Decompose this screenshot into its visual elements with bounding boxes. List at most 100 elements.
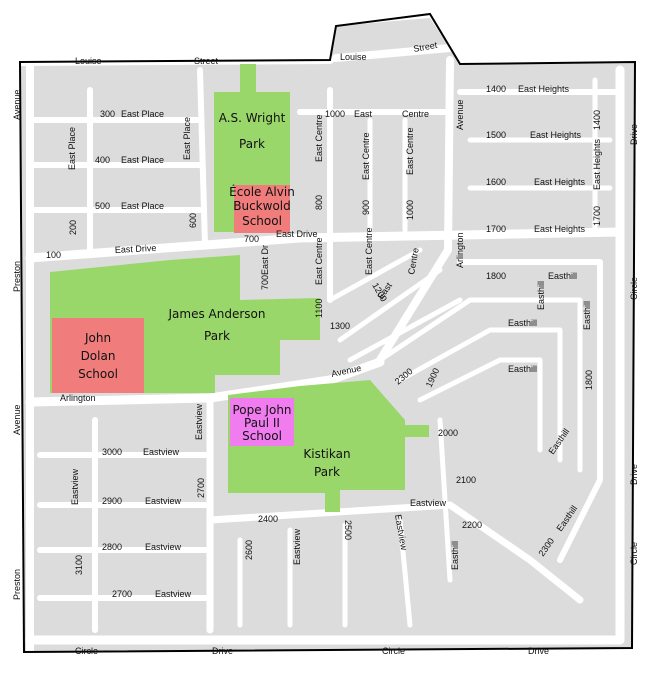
label-arlington-horiz: Arlington [60, 393, 96, 403]
label-east-top: East [354, 109, 373, 119]
label-2800: 2800 [102, 542, 122, 552]
label-avenue-left-top: Avenue [12, 90, 22, 120]
as-wright-park-north-strip [240, 64, 256, 94]
kistikan-park-east-strip [405, 425, 429, 437]
label-1100: 1100 [314, 299, 324, 318]
label-preston-left-2: Preston [12, 569, 22, 600]
label-east-place-2: East Place [121, 155, 164, 165]
neighbourhood-boundary [18, 12, 637, 654]
label-easthill-vert-2: Easthill [582, 301, 592, 330]
label-east-drive-2: East Drive [276, 229, 318, 239]
label-2600: 2600 [244, 540, 254, 560]
label-1800-vert: 1800 [584, 370, 594, 390]
label-east-dr: East Dr [260, 245, 270, 275]
label-eastview-vert-mid: Eastview [70, 468, 80, 505]
label-east-place-3: East Place [121, 201, 164, 211]
label-east-centre-vert-4: East Centre [314, 237, 324, 285]
label-east-heights-vert: East Heights [592, 138, 602, 190]
label-east-drive-1: East Drive [115, 243, 157, 255]
label-3100: 3100 [74, 555, 84, 575]
label-east-place-1: East Place [121, 109, 164, 119]
label-centre-top: Centre [402, 109, 429, 119]
label-2900: 2900 [102, 496, 122, 506]
label-1800: 1800 [486, 271, 506, 281]
label-street-1: Street [194, 56, 219, 66]
label-east-centre-vert-3: East Centre [405, 127, 415, 175]
label-circle-bottom-2: Circle [382, 646, 405, 656]
label-eastview-2: Eastview [145, 496, 182, 506]
label-avenue-left-mid: Avenue [12, 405, 22, 435]
label-east-heights-3: East Heights [534, 177, 586, 187]
label-eastview-vert-2: Eastview [292, 528, 302, 565]
label-east-place-vert-left: East Place [67, 127, 77, 170]
label-eastview-vert-left: Eastview [194, 403, 204, 440]
label-500: 500 [95, 201, 110, 211]
label-1600: 1600 [486, 177, 506, 187]
pope-john-paul-ii-school [230, 398, 294, 446]
label-circle-right-2: Circle [629, 542, 639, 565]
label-east-heights-4: East Heights [534, 224, 586, 234]
label-easthill-vert-1: Easthill [536, 281, 546, 310]
label-eastview-4: Eastview [155, 589, 192, 599]
label-eastview-diag: Eastview [410, 498, 447, 508]
label-east-heights-1: East Heights [518, 84, 570, 94]
label-eastview-3: Eastview [145, 542, 182, 552]
label-1400-vert: 1400 [592, 110, 602, 130]
label-2700: 2700 [112, 589, 132, 599]
label-east-centre-vert-5: East Centre [364, 227, 374, 275]
ecole-alvin-buckwold-school [234, 185, 290, 233]
label-easthill-vert-3: Easthill [450, 541, 460, 570]
label-1000-top: 1000 [325, 109, 345, 119]
label-circle-right-1: Circle [629, 277, 639, 300]
label-circle-bottom-1: Circle [75, 646, 98, 656]
label-1000-vert: 1000 [405, 200, 415, 220]
label-100: 100 [46, 250, 61, 260]
label-2200: 2200 [462, 520, 482, 530]
label-drive-bottom-2: Drive [528, 646, 549, 656]
label-1300: 1300 [330, 321, 350, 331]
label-drive-right-2: Drive [629, 464, 639, 485]
label-preston-left-1: Preston [12, 261, 22, 292]
label-900: 900 [361, 200, 371, 215]
label-easthill-1: Easthill [548, 271, 577, 281]
label-800: 800 [314, 195, 324, 210]
label-avenue-arlington-top: Avenue [455, 100, 465, 130]
label-centre-diag: Centre [406, 247, 421, 275]
label-2000: 2000 [438, 428, 458, 438]
label-2400: 2400 [258, 514, 278, 524]
label-300: 300 [100, 109, 115, 119]
label-louise-2: Louise [340, 52, 367, 62]
label-east-place-vert-right: East Place [182, 117, 192, 160]
label-east-centre-vert-1: East Centre [314, 114, 324, 162]
label-street-2: Street [413, 40, 439, 54]
label-1500: 1500 [486, 130, 506, 140]
label-louise-1: Louise [75, 56, 102, 66]
label-700-vert: 700 [260, 275, 270, 290]
road-network [16, 44, 625, 654]
label-2500: 2500 [343, 520, 353, 540]
label-east-centre-vert-2: East Centre [361, 132, 371, 180]
john-dolan-school [52, 318, 144, 393]
label-eastview-1: Eastview [143, 447, 180, 457]
label-600: 600 [188, 213, 198, 228]
label-1700-vert: 1700 [592, 206, 602, 226]
label-2700-vert: 2700 [196, 478, 206, 498]
label-1400: 1400 [486, 84, 506, 94]
label-drive-right-1: Drive [629, 124, 639, 145]
label-east-heights-2: East Heights [530, 130, 582, 140]
neighbourhood-land [20, 18, 635, 652]
label-arlington-vert: Arlington [455, 232, 465, 268]
label-1700: 1700 [486, 224, 506, 234]
label-2100: 2100 [456, 475, 476, 485]
label-3000: 3000 [102, 447, 122, 457]
label-easthill-3: Easthill [508, 364, 537, 374]
label-200: 200 [68, 220, 78, 235]
label-easthill-2: Easthill [508, 318, 537, 328]
